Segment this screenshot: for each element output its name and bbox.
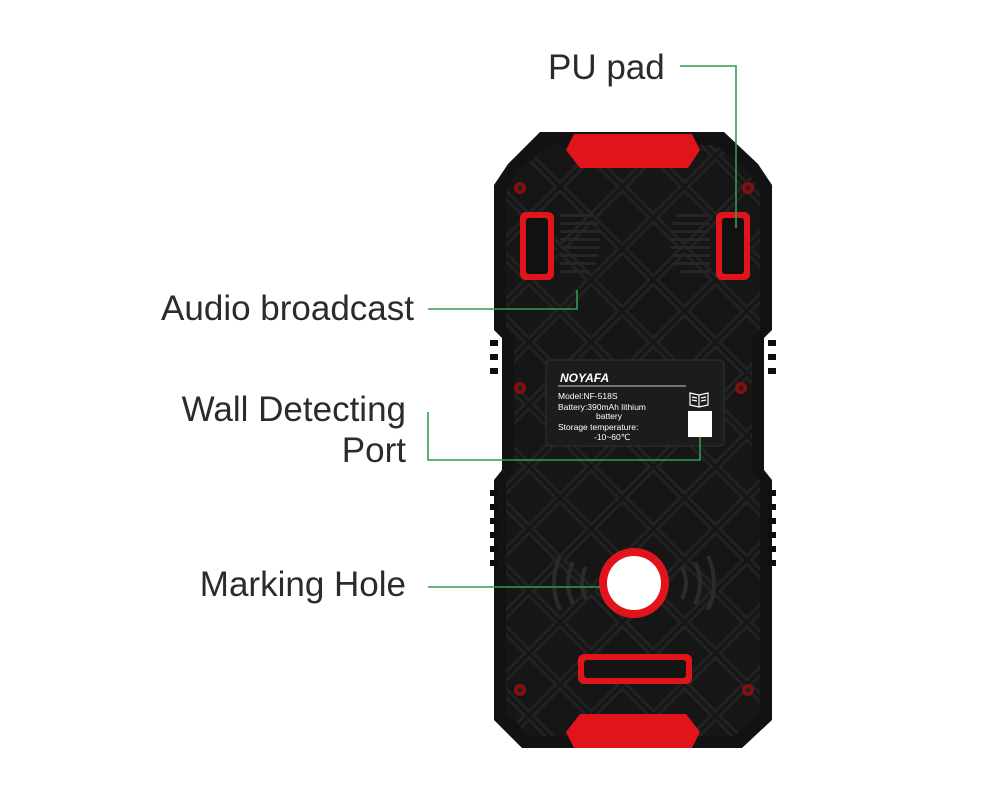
wall-detecting-port [688,411,712,437]
leader-pu-pad [680,65,737,228]
leader-wall-detecting-port [427,412,701,461]
speaker-grille-icon [560,214,710,273]
grip-ridges-right [768,340,776,566]
screw-icon [514,182,754,696]
callout-pu-pad: PU pad [548,48,665,87]
brand-logo: NOYAFA [560,371,609,385]
storage-text-2: -10~60℃ [594,432,631,442]
marking-hole-area [552,548,716,618]
callout-marking-hole: Marking Hole [199,565,406,604]
manual-book-icon [689,392,709,408]
callout-wall-detecting-line1: Wall Detecting [181,390,406,429]
leader-audio-broadcast [428,290,578,310]
product-label: NOYAFA Model:NF-518S Battery:390mAh lith… [545,359,725,447]
callout-audio-broadcast: Audio broadcast [161,289,414,328]
bottom-bumper [566,714,700,748]
pu-pad-right [716,212,750,280]
callout-wall-detecting-line2: Port [341,431,406,470]
bottom-slot [578,654,692,684]
top-bumper [566,134,700,168]
grip-ridges-left [490,340,498,566]
pu-pad-left [520,212,554,280]
model-text: Model:NF-518S [558,391,618,401]
battery-text-1: Battery:390mAh lithium [558,402,646,412]
battery-text-2: battery [596,411,623,421]
storage-text-1: Storage temperature: [558,422,638,432]
